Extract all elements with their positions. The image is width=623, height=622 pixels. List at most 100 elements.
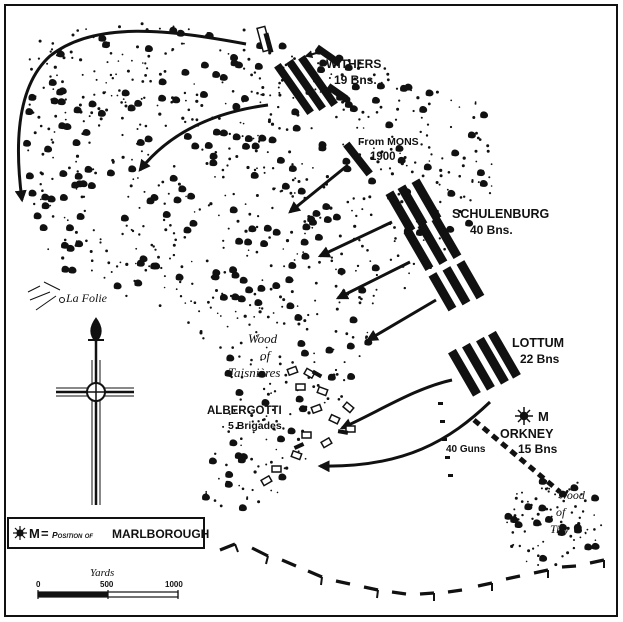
stipple-dot — [410, 170, 414, 174]
stipple-dot — [396, 254, 400, 257]
stipple-dot — [580, 493, 583, 496]
stipple-dot — [443, 247, 446, 251]
stipple-dot — [53, 131, 56, 133]
stipple-dot — [28, 103, 31, 106]
stipple-dot — [447, 171, 451, 174]
stipple-dot — [281, 457, 284, 459]
stipple-dot — [512, 543, 515, 546]
stipple-dot — [255, 331, 258, 334]
stipple-dot — [142, 225, 145, 228]
stipple-dot — [216, 312, 219, 315]
stipple-dot — [39, 124, 43, 128]
stipple-dot — [158, 304, 162, 307]
stipple-dot — [276, 491, 279, 494]
stipple-dot — [269, 113, 273, 116]
tree-symbol — [134, 279, 143, 287]
stipple-dot — [253, 71, 257, 74]
stipple-dot — [190, 260, 193, 263]
tree-symbol — [344, 64, 353, 71]
stipple-dot — [565, 491, 568, 494]
stipple-dot — [248, 212, 252, 216]
legend-box — [7, 517, 205, 549]
stipple-dot — [527, 500, 529, 503]
stipple-dot — [241, 487, 245, 491]
stipple-dot — [52, 88, 55, 90]
stipple-dot — [282, 322, 286, 325]
stipple-dot — [277, 105, 280, 109]
stipple-dot — [282, 427, 285, 430]
stipple-dot — [172, 232, 176, 235]
stipple-dot — [438, 237, 441, 240]
stipple-dot — [187, 321, 190, 324]
stipple-dot — [183, 91, 187, 95]
stipple-dot — [338, 301, 341, 304]
stipple-dot — [246, 165, 250, 170]
stipple-dot — [103, 276, 106, 279]
stipple-dot — [270, 460, 273, 464]
stipple-dot — [375, 288, 378, 291]
stipple-dot — [231, 346, 234, 349]
stipple-dot — [318, 260, 321, 264]
stipple-dot — [330, 73, 333, 76]
stipple-dot — [232, 192, 235, 196]
lottum-arrow-1 — [339, 378, 453, 430]
stipple-dot — [246, 254, 249, 257]
tree-symbol — [323, 216, 332, 223]
stipple-dot — [458, 210, 462, 214]
stipple-dot — [394, 118, 398, 121]
stipple-dot — [49, 204, 52, 207]
stipple-dot — [276, 321, 279, 324]
stipple-dot — [275, 448, 278, 451]
from-mons-unit — [343, 141, 373, 177]
stipple-dot — [304, 457, 307, 460]
tree-symbol — [574, 526, 582, 534]
stipple-dot — [69, 50, 73, 54]
stipple-dot — [188, 134, 191, 137]
stipple-dot — [459, 196, 463, 199]
stipple-dot — [356, 264, 360, 268]
stipple-dot — [379, 105, 383, 109]
stipple-dot — [81, 95, 85, 99]
stipple-dot — [260, 93, 263, 96]
stipple-dot — [193, 83, 195, 85]
stipple-dot — [366, 331, 369, 334]
stipple-dot — [223, 271, 227, 274]
stipple-dot — [163, 70, 167, 73]
stipple-dot — [222, 175, 225, 179]
stipple-dot — [554, 563, 558, 567]
tree-symbol — [376, 82, 385, 90]
stipple-dot — [262, 387, 266, 391]
tree-symbol — [98, 34, 107, 42]
stipple-dot — [257, 500, 261, 504]
stipple-dot — [88, 141, 91, 144]
stipple-dot — [55, 54, 59, 57]
stipple-dot — [264, 241, 267, 244]
stipple-dot — [255, 335, 258, 337]
stipple-dot — [566, 551, 570, 555]
stipple-dot — [244, 203, 247, 206]
woodland-area — [23, 22, 493, 512]
stipple-dot — [560, 493, 563, 496]
stipple-dot — [148, 265, 151, 268]
stipple-dot — [573, 539, 575, 541]
stipple-dot — [531, 517, 534, 520]
stipple-dot — [263, 166, 266, 169]
stipple-dot — [329, 206, 333, 210]
stipple-dot — [138, 233, 141, 236]
stipple-dot — [33, 202, 36, 206]
stipple-dot — [139, 123, 142, 126]
legend: M = Position of MARLBOROUGH — [7, 517, 209, 549]
stipple-dot — [227, 430, 230, 433]
stipple-dot — [302, 251, 305, 254]
tree-symbol — [72, 139, 81, 146]
stipple-dot — [42, 86, 45, 90]
guns-label: 40 Guns — [446, 444, 486, 455]
stipple-dot — [229, 413, 231, 415]
stipple-dot — [371, 302, 374, 305]
stipple-dot — [75, 160, 77, 163]
stipple-dot — [138, 206, 141, 209]
stipple-dot — [278, 81, 281, 85]
stipple-dot — [147, 153, 150, 156]
stipple-dot — [255, 250, 259, 254]
stipple-dot — [334, 368, 338, 372]
